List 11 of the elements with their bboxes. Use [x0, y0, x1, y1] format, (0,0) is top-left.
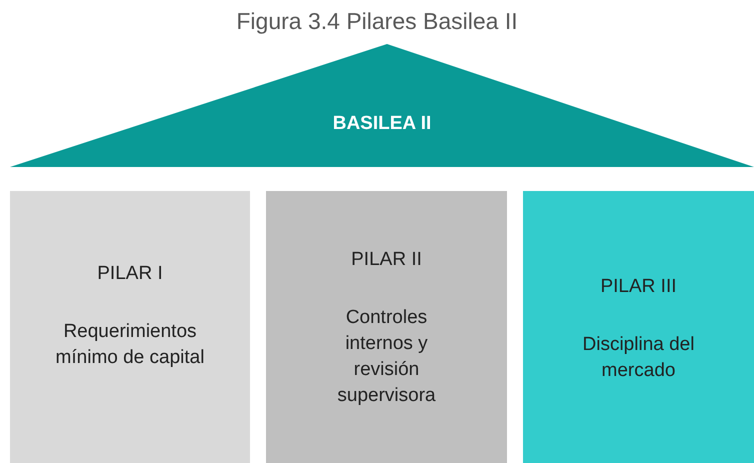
pillar-box [266, 191, 507, 463]
pillar-heading: PILAR II [351, 249, 422, 271]
pillar-description: Disciplina del mercado [582, 333, 696, 383]
pillar-description: Requerimientos mínimo de capital [55, 320, 205, 370]
pillar-box [523, 191, 754, 463]
diagram-title: Figura 3.4 Pilares Basilea II [235, 8, 519, 35]
pillar-description: Controles internos y revisión supervisora [336, 306, 437, 408]
pillar-heading: PILAR III [600, 276, 677, 298]
pillar-box [10, 191, 250, 463]
pillar-heading: PILAR I [97, 263, 163, 285]
roof-label: BASILEA II [332, 113, 432, 135]
